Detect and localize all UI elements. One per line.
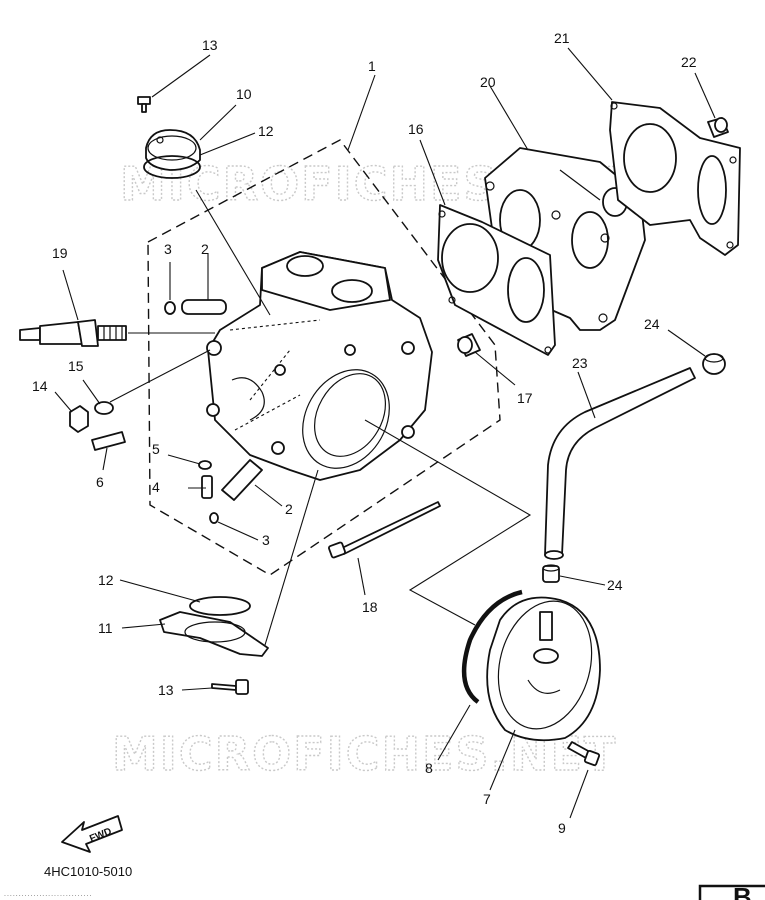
cap-10 <box>145 129 201 171</box>
gasket-12-top <box>143 155 201 179</box>
screw-13-top <box>137 96 151 113</box>
callout-24-bottom: 24 <box>607 577 623 593</box>
callout-20: 20 <box>480 74 496 90</box>
callout-22: 22 <box>681 54 697 70</box>
bolt-4 <box>201 475 213 499</box>
gasket-21 <box>609 101 741 256</box>
pin-2-top <box>181 299 227 315</box>
callout-18: 18 <box>362 599 378 615</box>
callout-8: 8 <box>425 760 433 776</box>
gasket-16 <box>437 204 556 356</box>
o-ring-8 <box>461 589 523 704</box>
callout-14: 14 <box>32 378 48 394</box>
screw-13-bottom <box>211 679 249 695</box>
callout-2-top: 2 <box>201 241 209 257</box>
callout-16: 16 <box>408 121 424 137</box>
callout-3-top: 3 <box>164 241 172 257</box>
washer-5 <box>198 460 212 470</box>
footer-fragment: .............................. <box>4 891 92 898</box>
callouts: 1 2 2 3 3 4 5 6 7 8 9 10 11 12 12 13 13 … <box>32 30 697 836</box>
nut-14 <box>69 405 89 433</box>
callout-7: 7 <box>483 791 491 807</box>
gasket-12-bottom <box>189 596 251 616</box>
assembly-outline <box>147 139 501 576</box>
corner-letter: B <box>733 882 752 900</box>
callout-4: 4 <box>152 479 160 495</box>
long-bolt-18 <box>328 501 441 559</box>
forward-arrow: FWD <box>61 815 123 853</box>
dowel-pin-22 <box>707 117 729 138</box>
callout-24-top: 24 <box>644 316 660 332</box>
oring-3-bottom <box>209 512 219 524</box>
cap-11 <box>159 611 269 657</box>
callout-12-bottom: 12 <box>98 572 114 588</box>
cylinder-head <box>206 251 433 481</box>
callout-11: 11 <box>98 620 113 636</box>
callout-15: 15 <box>68 358 84 374</box>
cover-7 <box>486 596 601 742</box>
callout-5: 5 <box>152 441 160 457</box>
washer-15 <box>94 401 114 415</box>
pin-2-bottom <box>221 459 263 501</box>
callout-23: 23 <box>572 355 588 371</box>
dowel-pin-17 <box>457 333 481 357</box>
clip-24-bottom <box>542 564 560 583</box>
callout-13-bottom: 13 <box>158 682 174 698</box>
callout-3-bottom: 3 <box>262 532 270 548</box>
callout-13-top: 13 <box>202 37 218 53</box>
bolt-9 <box>567 741 601 767</box>
callout-1: 1 <box>368 58 376 74</box>
spark-plug-19 <box>19 319 127 347</box>
callout-12-top: 12 <box>258 123 274 139</box>
leader-lines <box>54 47 716 819</box>
hose-pipe-23 <box>544 367 696 560</box>
callout-2-bottom: 2 <box>285 501 293 517</box>
corner-mark: B <box>698 882 765 900</box>
clip-24-top <box>702 353 726 375</box>
callout-10: 10 <box>236 86 252 102</box>
callout-17: 17 <box>517 390 533 406</box>
stud-6 <box>91 431 126 451</box>
callout-9: 9 <box>558 820 566 836</box>
oring-3-top <box>164 301 176 315</box>
callout-6: 6 <box>96 474 104 490</box>
callout-19: 19 <box>52 245 68 261</box>
diagram-code: 4HC1010-5010 <box>44 864 132 879</box>
callout-21: 21 <box>554 30 570 46</box>
